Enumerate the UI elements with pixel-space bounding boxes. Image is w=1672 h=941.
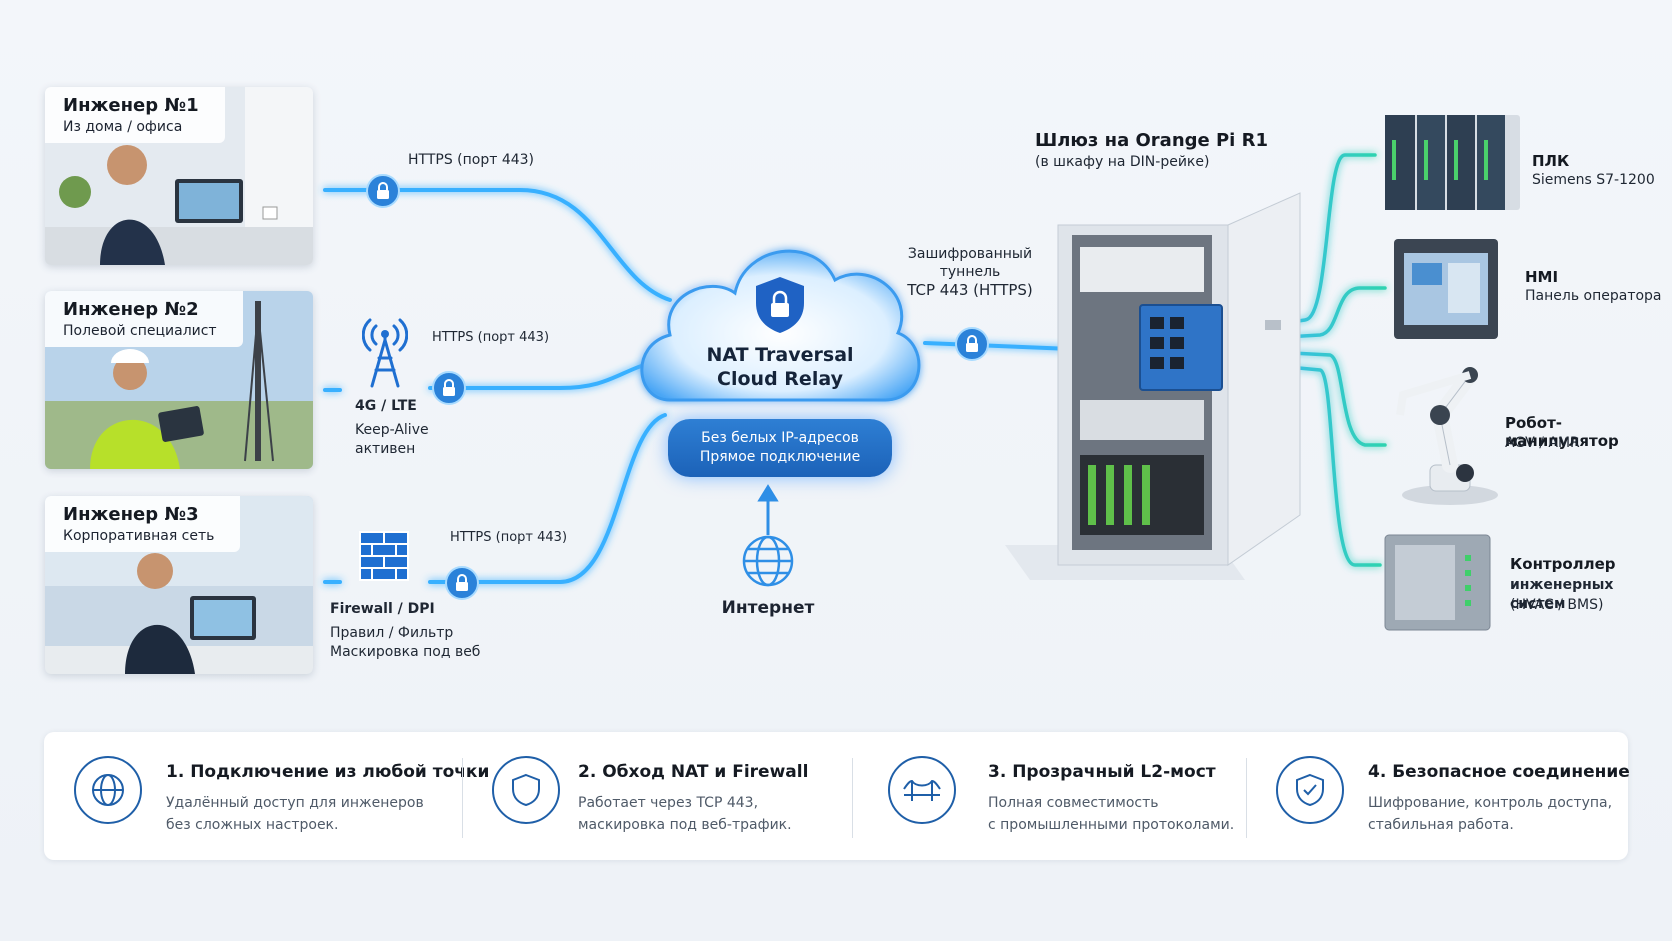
firewall-icon xyxy=(359,531,409,581)
feature-2: 2. Обход NAT и Firewall Работает через T… xyxy=(492,732,872,860)
firewall-note-line-1: Правил / Фильтр xyxy=(330,625,454,641)
device-sub-controller: инженерных систем xyxy=(1510,577,1614,612)
link-engineer-1 xyxy=(323,188,672,302)
divider xyxy=(1246,758,1247,838)
https-label-2: HTTPS (порт 443) xyxy=(432,330,550,345)
tunnel-line-2: туннель xyxy=(939,264,1001,280)
link-plc xyxy=(1233,153,1377,332)
cloud-icon xyxy=(640,249,921,402)
shield-icon xyxy=(492,756,560,824)
firewall-note: Правил / Фильтр Маскировка под веб xyxy=(330,624,480,662)
feature-2-line-1: Работает через TCP 443, xyxy=(578,795,759,811)
lock-icon xyxy=(445,566,479,600)
tunnel-label: Зашифрованный туннель TCP 443 (HTTPS) xyxy=(880,245,1060,299)
firewall-note-line-2: Маскировка под веб xyxy=(330,644,481,660)
antenna-icon xyxy=(362,318,408,388)
device-title-controller: Контроллер xyxy=(1510,555,1616,573)
https-label-1: HTTPS (порт 443) xyxy=(408,152,535,168)
feature-desc-4: Шифрование, контроль доступа, стабильная… xyxy=(1368,792,1612,836)
tunnel-line-3: TCP 443 (HTTPS) xyxy=(907,281,1033,299)
divider xyxy=(852,758,853,838)
feature-4-line-1: Шифрование, контроль доступа, xyxy=(1368,795,1613,811)
cloud-features-pill: Без белых IP-адресов Прямое подключение xyxy=(668,419,892,477)
feature-desc-1: Удалённый доступ для инженеров без сложн… xyxy=(166,792,424,836)
internet-label: Интернет xyxy=(721,598,815,618)
tunnel-line-1: Зашифрованный xyxy=(907,246,1033,262)
link-engineer-3 xyxy=(323,413,667,584)
engineer-name-2: Инженер №2 xyxy=(63,299,199,320)
bridge-icon xyxy=(888,756,956,824)
link-controller xyxy=(1233,360,1382,567)
pill-line-2: Прямое подключение xyxy=(699,449,861,465)
cloud-title: NAT Traversal Cloud Relay xyxy=(680,343,880,391)
feature-title-1: 1. Подключение из любой точки xyxy=(166,762,490,782)
engineer-name-1: Инженер №1 xyxy=(63,95,199,116)
feature-title-3: 3. Прозрачный L2-мост xyxy=(988,762,1216,782)
engineer-label-1: Инженер №1 Из дома / офиса xyxy=(45,87,225,143)
firewall-title: Firewall / DPI xyxy=(330,601,435,617)
plc-icon xyxy=(1385,115,1520,210)
lte-note-line-2: активен xyxy=(355,441,416,457)
feature-title-2: 2. Обход NAT и Firewall xyxy=(578,762,809,782)
engineer-label-2: Инженер №2 Полевой специалист xyxy=(45,291,243,347)
https-label-3: HTTPS (порт 443) xyxy=(450,530,568,545)
engineer-location-1: Из дома / офиса xyxy=(63,119,183,135)
lte-title: 4G / LTE xyxy=(355,398,417,414)
features-panel: 1. Подключение из любой точки Удалённый … xyxy=(44,732,1630,860)
engineer-card-2: Инженер №2 Полевой специалист xyxy=(45,291,313,469)
feature-3: 3. Прозрачный L2-мост Полная совместимос… xyxy=(888,732,1268,860)
hmi-icon xyxy=(1394,239,1498,339)
lock-icon xyxy=(955,327,989,361)
engineer-label-3: Инженер №3 Корпоративная сеть xyxy=(45,496,241,552)
feature-4: 4. Безопасное соединение Шифрование, кон… xyxy=(1276,732,1630,860)
gateway-title: Шлюз на Orange Pi R1 xyxy=(1035,130,1269,151)
engineer-name-3: Инженер №3 xyxy=(63,504,199,525)
device-sub2-controller: (HVAC / BMS) xyxy=(1510,597,1604,613)
feature-2-line-2: маскировка под веб-трафик. xyxy=(578,817,792,833)
feature-3-line-1: Полная совместимость xyxy=(988,795,1159,811)
gateway-subtitle: (в шкафу на DIN-рейке) xyxy=(1035,154,1210,170)
feature-desc-2: Работает через TCP 443, маскировка под в… xyxy=(578,792,792,836)
lte-note: Keep-Alive активен xyxy=(355,421,429,459)
pill-line-1: Без белых IP-адресов xyxy=(701,430,859,446)
device-sub-robot: AGV / AMR xyxy=(1505,435,1580,451)
cabinet-icon xyxy=(1005,192,1301,580)
device-sub-plc: Siemens S7-1200 xyxy=(1532,172,1655,188)
cloud-title-line-1: NAT Traversal xyxy=(706,344,854,366)
link-robot xyxy=(1233,348,1387,447)
globe-icon xyxy=(74,756,142,824)
feature-1: 1. Подключение из любой точки Удалённый … xyxy=(74,732,489,860)
device-title-plc: ПЛК xyxy=(1532,152,1570,170)
lte-note-line-1: Keep-Alive xyxy=(355,422,429,438)
lock-icon xyxy=(432,371,466,405)
bms-controller-icon xyxy=(1384,534,1491,631)
feature-title-4: 4. Безопасное соединение xyxy=(1368,762,1630,782)
divider xyxy=(462,758,463,838)
feature-1-line-2: без сложных настроек. xyxy=(166,817,339,833)
feature-desc-3: Полная совместимость с промышленными про… xyxy=(988,792,1234,836)
engineer-location-3: Корпоративная сеть xyxy=(63,528,215,544)
engineer-card-1: Инженер №1 Из дома / офиса xyxy=(45,87,313,265)
lock-icon xyxy=(366,174,400,208)
engineer-location-2: Полевой специалист xyxy=(63,323,217,339)
shield-check-icon xyxy=(1276,756,1344,824)
cloud-title-line-2: Cloud Relay xyxy=(717,368,843,390)
engineer-card-3: Инженер №3 Корпоративная сеть xyxy=(45,496,313,674)
device-title-hmi: HMI xyxy=(1525,268,1559,286)
globe-icon xyxy=(742,535,794,587)
device-title-robot: Робот-манипулятор xyxy=(1505,414,1619,450)
feature-4-line-2: стабильная работа. xyxy=(1368,817,1514,833)
robot-arm-icon xyxy=(1396,367,1498,505)
device-sub-hmi: Панель оператора xyxy=(1525,288,1662,304)
link-hmi xyxy=(1233,286,1387,342)
feature-3-line-2: с промышленными протоколами. xyxy=(988,817,1235,833)
feature-1-line-1: Удалённый доступ для инженеров xyxy=(166,795,424,811)
